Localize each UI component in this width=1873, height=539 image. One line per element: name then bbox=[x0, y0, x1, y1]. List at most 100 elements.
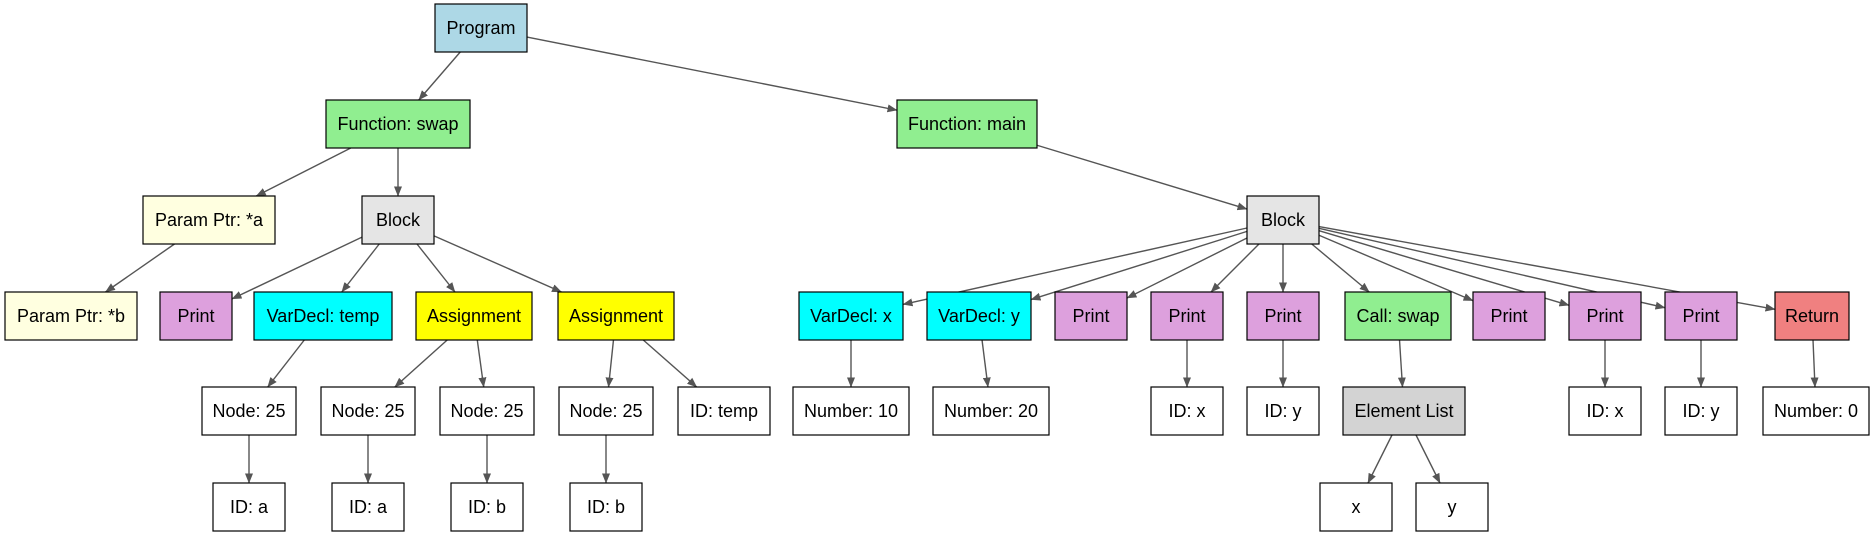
node-box bbox=[1762, 386, 1870, 436]
node-box bbox=[1472, 291, 1546, 341]
node-box bbox=[1568, 291, 1642, 341]
node-box bbox=[434, 3, 528, 53]
node-label: ID: b bbox=[587, 497, 625, 517]
node-id-y-2: ID: y bbox=[1664, 386, 1738, 436]
node-label: ID: b bbox=[468, 497, 506, 517]
edge-assign-2-to-id-temp bbox=[642, 339, 698, 388]
node-label: ID: temp bbox=[690, 401, 758, 421]
edge-block-main-to-print-m2 bbox=[1210, 243, 1260, 293]
node-label: ID: a bbox=[230, 497, 269, 517]
edge-block-swap-to-assign-2 bbox=[433, 235, 562, 293]
node-label: Node: 25 bbox=[450, 401, 523, 421]
node-print-m5: Print bbox=[1568, 291, 1642, 341]
node-label: Node: 25 bbox=[569, 401, 642, 421]
node-label: VarDecl: y bbox=[938, 306, 1020, 326]
node-call-swap: Call: swap bbox=[1344, 291, 1452, 341]
edge-elem-list-to-elem-y bbox=[1415, 434, 1441, 484]
node-box bbox=[896, 99, 1038, 149]
node-label: ID: a bbox=[349, 497, 388, 517]
node-box bbox=[415, 291, 533, 341]
node-num-20: Number: 20 bbox=[932, 386, 1050, 436]
edge-block-swap-to-print-swap bbox=[231, 236, 363, 300]
node-label: VarDecl: temp bbox=[267, 306, 380, 326]
node-box bbox=[1150, 386, 1224, 436]
node-box bbox=[253, 291, 393, 341]
node-print-swap: Print bbox=[159, 291, 233, 341]
node-box bbox=[1246, 195, 1320, 245]
node-fn-main: Function: main bbox=[896, 99, 1038, 149]
node-box bbox=[932, 386, 1050, 436]
node-box bbox=[1246, 386, 1320, 436]
node-label: Print bbox=[177, 306, 214, 326]
node-label: Block bbox=[1261, 210, 1306, 230]
node-label: Call: swap bbox=[1356, 306, 1439, 326]
node-label: ID: y bbox=[1264, 401, 1301, 421]
node-box bbox=[325, 99, 471, 149]
node-box bbox=[439, 386, 535, 436]
edge-program-to-fn-swap bbox=[418, 51, 461, 101]
node-box bbox=[798, 291, 904, 341]
node-box bbox=[1150, 291, 1224, 341]
node-box bbox=[4, 291, 138, 341]
node-id-x-2: ID: x bbox=[1568, 386, 1642, 436]
node-print-m3: Print bbox=[1246, 291, 1320, 341]
node-label: Print bbox=[1072, 306, 1109, 326]
edge-block-main-to-print-m1 bbox=[1126, 237, 1248, 299]
node-box bbox=[1664, 386, 1738, 436]
node-label: Program bbox=[446, 18, 515, 38]
edge-assign-1-to-node25-3 bbox=[476, 339, 487, 388]
node-return: Return bbox=[1774, 291, 1850, 341]
node-label: Block bbox=[376, 210, 421, 230]
edge-vardecl-temp-to-node25-1 bbox=[267, 339, 305, 388]
node-label: Function: swap bbox=[337, 114, 458, 134]
node-box bbox=[1246, 291, 1320, 341]
node-box bbox=[1344, 291, 1452, 341]
node-label: ID: x bbox=[1586, 401, 1623, 421]
edge-elem-list-to-elem-x bbox=[1367, 434, 1393, 484]
node-box bbox=[1054, 291, 1128, 341]
node-id-b-2: ID: b bbox=[569, 482, 643, 532]
edge-block-main-to-vardecl-y bbox=[1030, 230, 1248, 301]
node-elem-y: y bbox=[1415, 482, 1489, 532]
node-box bbox=[557, 291, 675, 341]
node-label: Print bbox=[1682, 306, 1719, 326]
edge-block-main-to-print-m4 bbox=[1318, 234, 1474, 302]
node-label: y bbox=[1448, 497, 1457, 517]
node-id-temp: ID: temp bbox=[677, 386, 771, 436]
node-id-b-1: ID: b bbox=[450, 482, 524, 532]
node-node25-1: Node: 25 bbox=[201, 386, 297, 436]
edge-fn-swap-to-param-a bbox=[255, 147, 352, 197]
node-box bbox=[1415, 482, 1489, 532]
node-block-main: Block bbox=[1246, 195, 1320, 245]
edge-block-main-to-call-swap bbox=[1311, 243, 1370, 293]
node-label: Node: 25 bbox=[212, 401, 285, 421]
node-label: Number: 0 bbox=[1774, 401, 1858, 421]
node-box bbox=[201, 386, 297, 436]
node-label: x bbox=[1352, 497, 1361, 517]
node-label: Print bbox=[1490, 306, 1527, 326]
node-assign-2: Assignment bbox=[557, 291, 675, 341]
edge-param-a-to-param-b bbox=[105, 243, 175, 293]
node-box bbox=[212, 482, 286, 532]
node-fn-swap: Function: swap bbox=[325, 99, 471, 149]
edge-program-to-fn-main bbox=[526, 36, 898, 113]
node-label: Number: 20 bbox=[944, 401, 1038, 421]
node-num-0: Number: 0 bbox=[1762, 386, 1870, 436]
node-box bbox=[1342, 386, 1466, 436]
node-label: Return bbox=[1785, 306, 1839, 326]
node-label: ID: y bbox=[1682, 401, 1719, 421]
node-box bbox=[450, 482, 524, 532]
edge-vardecl-y-to-num-20 bbox=[981, 339, 991, 388]
node-label: Assignment bbox=[427, 306, 521, 326]
node-box bbox=[1774, 291, 1850, 341]
node-param-a: Param Ptr: *a bbox=[142, 195, 276, 245]
node-box bbox=[1664, 291, 1738, 341]
node-elem-list: Element List bbox=[1342, 386, 1466, 436]
node-box bbox=[1319, 482, 1393, 532]
node-num-10: Number: 10 bbox=[792, 386, 910, 436]
node-box bbox=[159, 291, 233, 341]
node-label: Print bbox=[1168, 306, 1205, 326]
node-box bbox=[569, 482, 643, 532]
edge-assign-1-to-node25-2 bbox=[394, 339, 448, 388]
